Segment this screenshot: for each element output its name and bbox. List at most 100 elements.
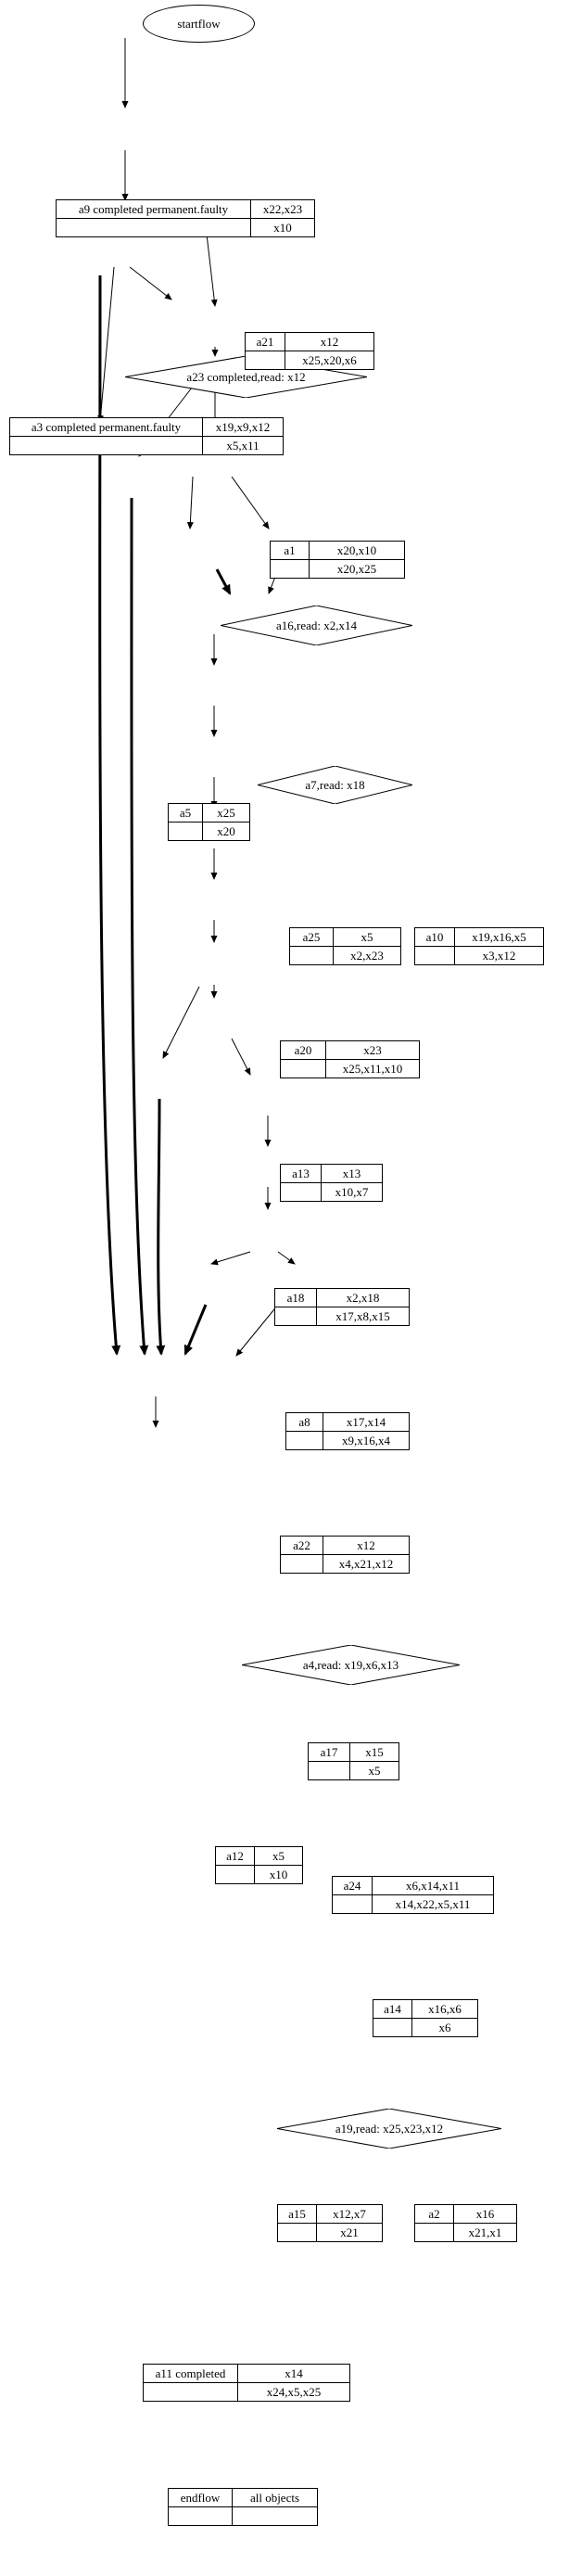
node-label: a19,read: x25,x23,x12	[335, 2121, 444, 2136]
node-bottom-value-cell: x2,x23	[350, 949, 384, 963]
node-a11[interactable]: a11 completed x14 x24,x5,x25	[143, 2364, 350, 2402]
node-top-value-cell: x25	[217, 806, 235, 820]
node-a17[interactable]: a17 x15 x5	[308, 1742, 399, 1780]
node-top-value-cell: x5	[361, 930, 373, 944]
node-empty-cell	[281, 1183, 322, 1201]
node-label: a7,read: x18	[305, 777, 365, 792]
node-bottom-value-cell: x17,x8,x15	[335, 1309, 390, 1323]
node-label: startflow	[177, 16, 221, 31]
node-bottom-value-cell: x24,x5,x25	[266, 2385, 322, 2399]
node-a22[interactable]: a22 x12 x4,x21,x12	[280, 1536, 410, 1574]
node-empty-cell	[271, 560, 310, 578]
diamond-shape	[277, 2109, 501, 2149]
node-bottom-value-cell: x21	[340, 2225, 359, 2239]
node-name-cell: a12	[216, 1847, 255, 1865]
node-bottom-value-cell: x20,x25	[336, 562, 377, 576]
node-top-value-cell: x19,x16,x5	[472, 930, 526, 944]
node-empty-cell	[373, 2019, 412, 2036]
node-a19[interactable]: a19,read: x25,x23,x12	[277, 2109, 501, 2149]
node-name-cell: a2	[415, 2205, 454, 2223]
node-empty-cell	[10, 437, 203, 454]
node-name-cell: endflow	[169, 2489, 233, 2506]
node-top-value-cell: x15	[365, 1745, 384, 1759]
node-a24[interactable]: a24 x6,x14,x11 x14,x22,x5,x11	[332, 1876, 494, 1914]
node-a2[interactable]: a2 x16 x21,x1	[414, 2204, 517, 2242]
node-bottom-value-cell: x21,x1	[468, 2225, 502, 2239]
node-a12[interactable]: a12 x5 x10	[215, 1846, 303, 1884]
node-bottom-value-cell: x20	[217, 824, 235, 838]
node-bottom-value-cell: x5,x11	[226, 439, 259, 453]
node-a10[interactable]: a10 x19,x16,x5 x3,x12	[414, 927, 544, 965]
node-top-value-cell: x23	[363, 1043, 382, 1057]
node-label: a4,read: x19,x6,x13	[302, 1657, 399, 1672]
node-name-cell: a10	[415, 928, 455, 946]
node-startflow[interactable]: startflow	[143, 5, 255, 43]
node-empty-cell	[333, 1895, 373, 1913]
node-name-cell: a15	[278, 2205, 317, 2223]
node-top-value-cell: x6,x14,x11	[405, 1879, 461, 1893]
node-top-value-cell: x17,x14	[346, 1415, 386, 1429]
node-bottom-value-cell: x14,x22,x5,x11	[395, 1897, 471, 1911]
node-top-value-cell: x12,x7	[333, 2207, 366, 2221]
node-bottom-value-cell: x9,x16,x4	[342, 1434, 390, 1447]
node-empty-cell	[144, 2383, 238, 2401]
node-empty-cell	[286, 1432, 323, 1449]
diamond-shape	[242, 1645, 460, 1685]
node-a15[interactable]: a15 x12,x7 x21	[277, 2204, 383, 2242]
node-empty-cell	[57, 219, 251, 236]
node-a7[interactable]: a7,read: x18	[258, 766, 412, 804]
node-name-cell: a13	[281, 1165, 322, 1182]
node-name-cell: a17	[309, 1743, 350, 1761]
node-name-cell: a14	[373, 2000, 412, 2018]
node-bottom-value-cell: x5	[368, 1764, 381, 1778]
node-empty-cell	[415, 2224, 454, 2241]
node-empty-cell	[169, 823, 203, 840]
node-top-value-cell: x12	[357, 1538, 375, 1552]
node-name-cell: a9 completed permanent.faulty	[57, 200, 251, 218]
node-name-cell: a25	[290, 928, 334, 946]
node-top-value-cell: x19,x9,x12	[215, 420, 271, 434]
node-empty-cell	[415, 947, 455, 964]
node-name-cell: a11 completed	[144, 2365, 238, 2382]
node-bottom-value-cell: x3,x12	[482, 949, 516, 963]
node-top-value-cell: x16	[475, 2207, 495, 2221]
node-a14[interactable]: a14 x16,x6 x6	[373, 1999, 478, 2037]
node-name-cell: a8	[286, 1413, 323, 1431]
node-empty-cell	[246, 351, 285, 369]
node-name-cell: a5	[169, 804, 203, 822]
node-a5[interactable]: a5 x25 x20	[168, 803, 250, 841]
node-empty-cell	[281, 1060, 326, 1078]
node-bottom-value-cell: x10,x7	[335, 1185, 369, 1199]
node-bottom-value-cell: x10	[269, 1868, 288, 1881]
node-name-cell: a18	[275, 1289, 317, 1307]
node-top-value-cell: x5	[272, 1849, 285, 1863]
node-label: a16,read: x2,x14	[275, 618, 357, 632]
node-a16[interactable]: a16,read: x2,x14	[221, 606, 412, 645]
node-top-value-cell: x14	[285, 2366, 303, 2380]
node-bottom-value-cell	[233, 2507, 317, 2525]
node-name-cell: a20	[281, 1041, 326, 1059]
node-bottom-value-cell: x4,x21,x12	[338, 1557, 394, 1571]
node-name-cell: a3 completed permanent.faulty	[10, 418, 203, 436]
node-top-value-cell: x16,x6	[428, 2002, 462, 2016]
node-empty-cell	[281, 1555, 323, 1573]
node-a25[interactable]: a25 x5 x2,x23	[289, 927, 401, 965]
node-bottom-value-cell: x6	[438, 2021, 451, 2034]
node-top-value-cell: x20,x10	[336, 543, 377, 557]
node-empty-cell	[278, 2224, 317, 2241]
node-name-cell: a22	[281, 1537, 323, 1554]
node-empty-cell	[275, 1307, 317, 1325]
diamond-shape	[258, 766, 412, 804]
node-a3[interactable]: a3 completed permanent.faulty x19,x9,x12 x…	[9, 417, 284, 455]
node-name-cell: a24	[333, 1877, 373, 1894]
node-a4[interactable]: a4,read: x19,x6,x13	[242, 1645, 460, 1685]
node-empty-cell	[290, 947, 334, 964]
node-a8[interactable]: a8 x17,x14 x9,x16,x4	[285, 1412, 410, 1450]
